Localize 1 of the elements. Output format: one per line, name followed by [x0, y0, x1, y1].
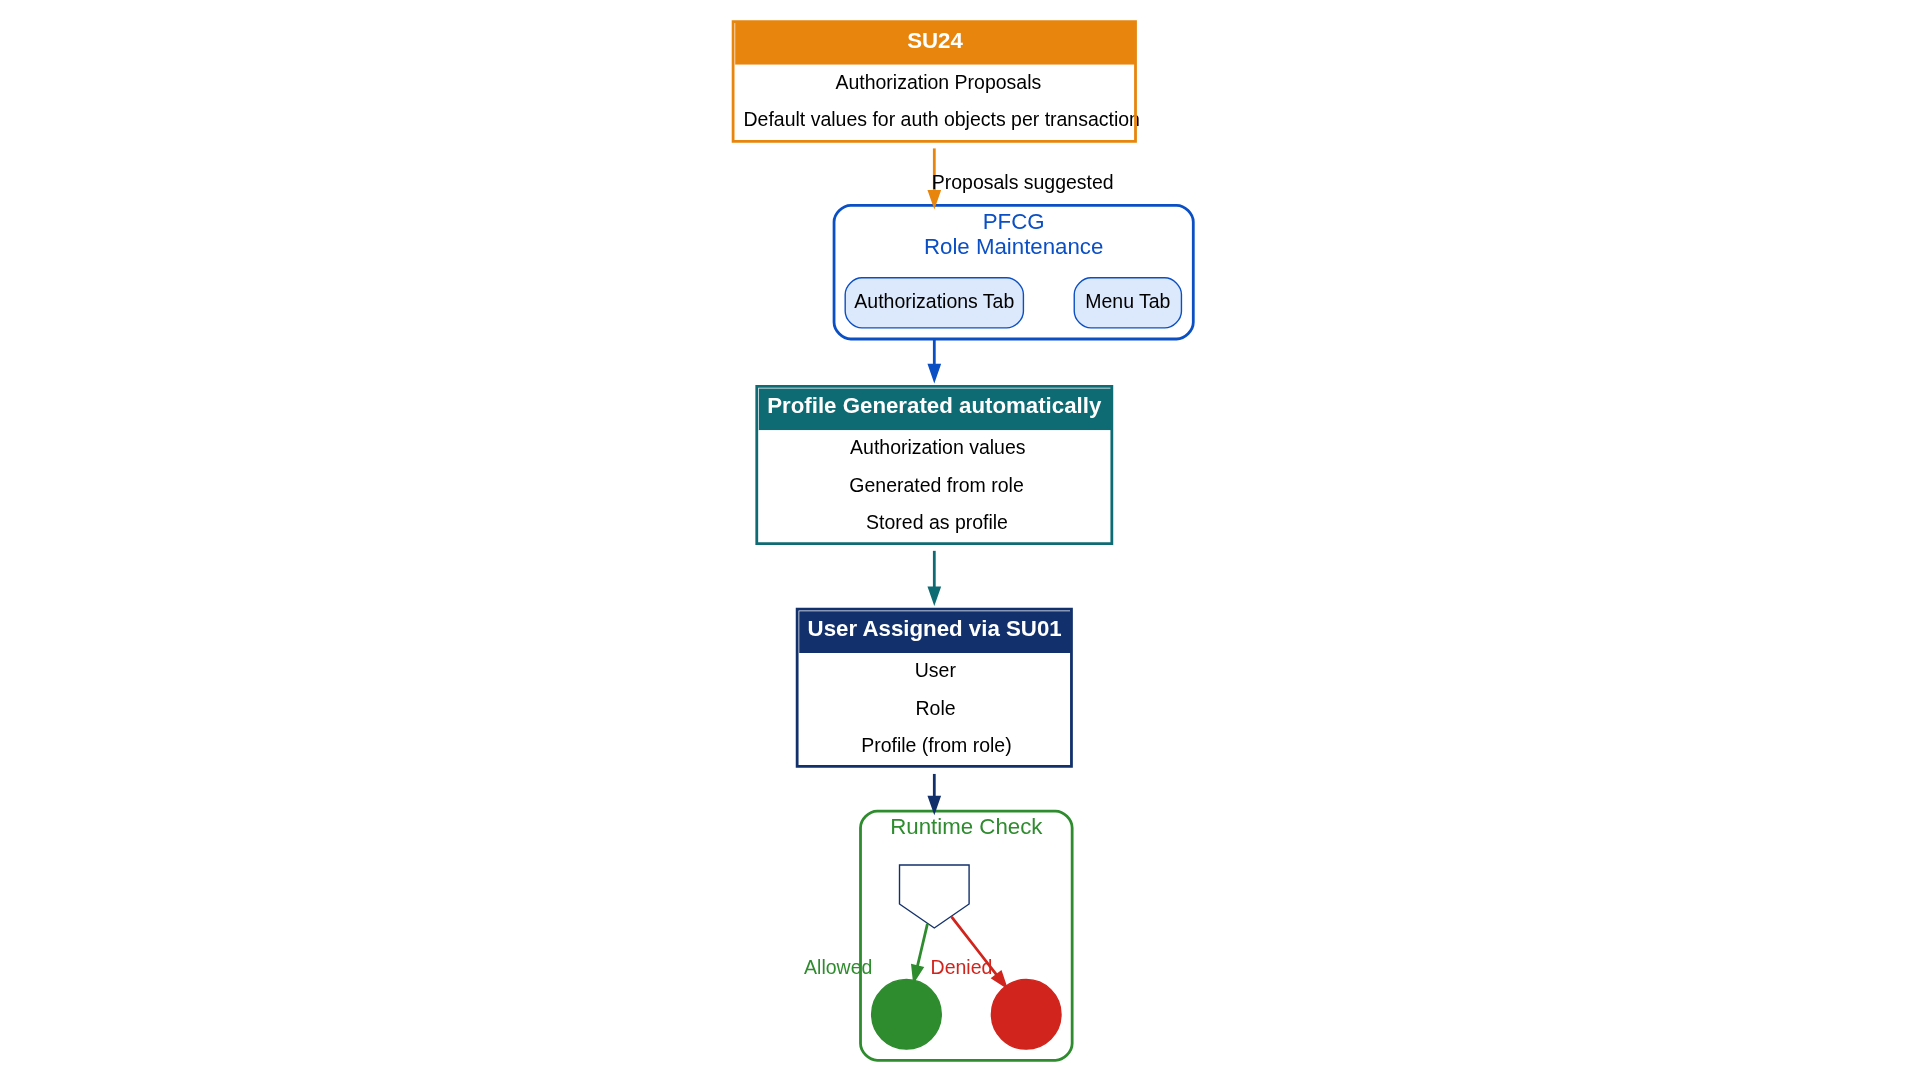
- node-label: Denied: [930, 956, 992, 979]
